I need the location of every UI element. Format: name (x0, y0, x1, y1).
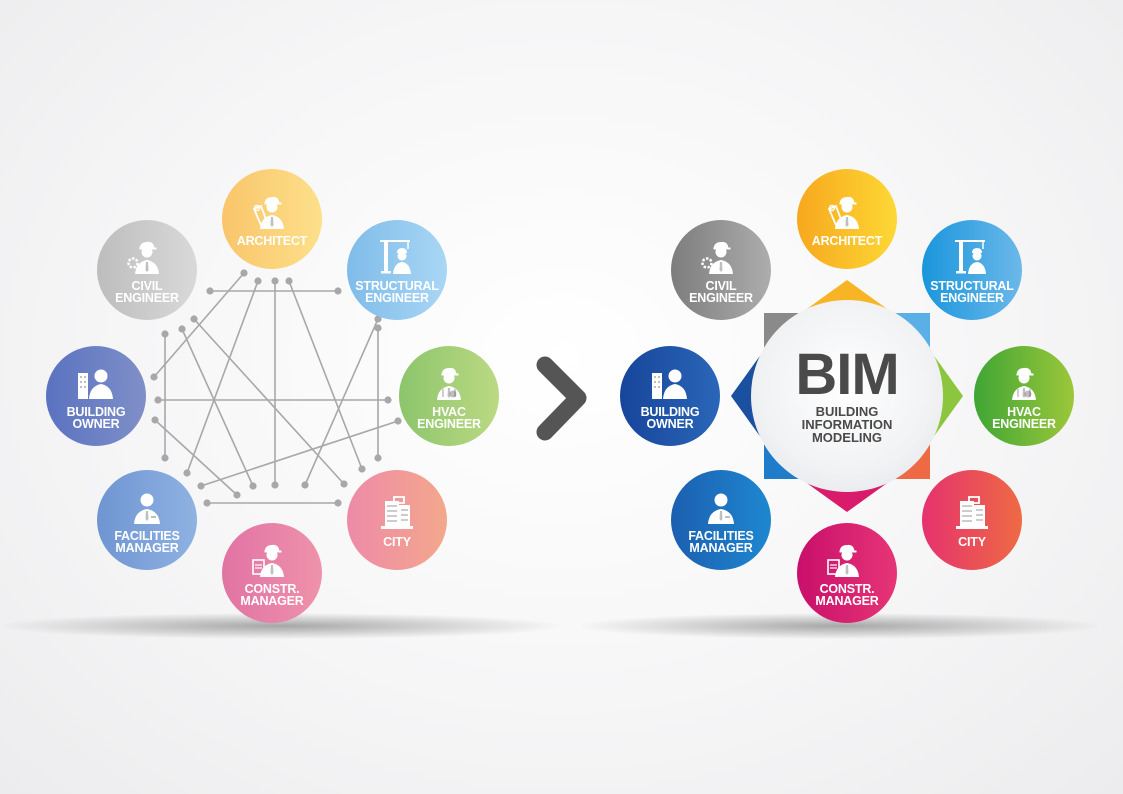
node-architect[interactable]: ARCHITECT (222, 169, 322, 269)
architect-icon (827, 196, 859, 229)
node-facilities[interactable]: FACILITIES MANAGER (97, 470, 197, 570)
bim-center-hub: BIM BUILDING INFORMATION MODELING (751, 300, 943, 492)
node-label: FACILITIES MANAGER (688, 528, 754, 555)
node-label: STRUCTURAL ENGINEER (355, 278, 439, 305)
crane-worker-icon (380, 239, 411, 274)
node-constr[interactable]: CONSTR. MANAGER (222, 523, 322, 623)
architect-icon (252, 196, 284, 229)
facilities-manager-icon (708, 493, 734, 524)
node-label: ARCHITECT (811, 233, 883, 248)
node-label: CITY (958, 534, 986, 549)
constr-manager-icon (827, 544, 859, 577)
city-buildings-icon (956, 495, 988, 529)
building-owner-icon (652, 369, 687, 399)
hvac-worker-icon (437, 367, 461, 400)
node-label: CITY (383, 534, 411, 549)
crane-worker-icon (955, 239, 986, 274)
node-structural[interactable]: STRUCTURAL ENGINEER (347, 220, 447, 320)
node-constr[interactable]: CONSTR. MANAGER (797, 523, 897, 623)
node-owner[interactable]: BUILDING OWNER (46, 346, 146, 446)
node-label: FACILITIES MANAGER (114, 528, 180, 555)
node-label: CIVIL ENGINEER (689, 278, 753, 305)
node-owner[interactable]: BUILDING OWNER (620, 346, 720, 446)
bim-subtitle: BUILDING INFORMATION MODELING (801, 403, 893, 445)
node-label: HVAC ENGINEER (992, 404, 1056, 431)
constr-manager-icon (252, 544, 284, 577)
node-city[interactable]: CITY (347, 470, 447, 570)
chevron-right-arrow-icon (536, 356, 587, 441)
facilities-manager-icon (134, 493, 160, 524)
bim-title: BIM (795, 341, 899, 407)
node-structural[interactable]: STRUCTURAL ENGINEER (922, 220, 1022, 320)
city-buildings-icon (381, 495, 413, 529)
node-architect[interactable]: ARCHITECT (797, 169, 897, 269)
hvac-worker-icon (1012, 367, 1036, 400)
civil-engineer-icon (127, 241, 159, 274)
building-owner-icon (78, 369, 113, 399)
node-label: CIVIL ENGINEER (115, 278, 179, 305)
node-hvac[interactable]: HVAC ENGINEER (974, 346, 1074, 446)
node-label: HVAC ENGINEER (417, 404, 481, 431)
civil-engineer-icon (701, 241, 733, 274)
node-label: STRUCTURAL ENGINEER (930, 278, 1014, 305)
node-label: BUILDING OWNER (640, 404, 700, 431)
node-label: CONSTR. MANAGER (240, 581, 304, 608)
node-label: CONSTR. MANAGER (815, 581, 879, 608)
node-city[interactable]: CITY (922, 470, 1022, 570)
node-facilities[interactable]: FACILITIES MANAGER (671, 470, 771, 570)
node-civil[interactable]: CIVIL ENGINEER (671, 220, 771, 320)
node-label: ARCHITECT (236, 233, 308, 248)
node-civil[interactable]: CIVIL ENGINEER (97, 220, 197, 320)
node-label: BUILDING OWNER (66, 404, 126, 431)
node-hvac[interactable]: HVAC ENGINEER (399, 346, 499, 446)
